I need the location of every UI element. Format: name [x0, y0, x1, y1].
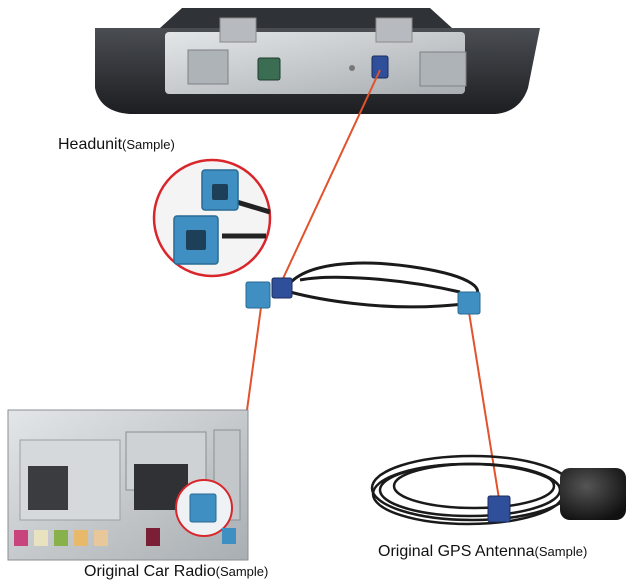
car-radio-label: Original Car Radio(Sample) [84, 563, 268, 581]
car-radio-image [8, 410, 248, 560]
car-radio-label-suffix: (Sample) [216, 564, 269, 579]
cable-connector-left-b [272, 278, 292, 298]
gps-antenna-label: Original GPS Antenna(Sample) [378, 543, 587, 561]
connector-zoom-circle [154, 160, 270, 276]
gps-antenna-image [372, 456, 626, 524]
cable-connector-right [458, 292, 480, 314]
headunit-label-suffix: (Sample) [122, 137, 175, 152]
gps-antenna-label-suffix: (Sample) [535, 544, 588, 559]
car-radio-label-main: Original Car Radio [84, 563, 216, 580]
cable-connector-left-a [246, 282, 270, 308]
gps-antenna-label-main: Original GPS Antenna [378, 543, 535, 560]
headunit-image [95, 8, 540, 114]
extension-cable [285, 263, 478, 307]
headunit-label: Headunit(Sample) [58, 136, 175, 154]
headunit-label-main: Headunit [58, 136, 122, 153]
